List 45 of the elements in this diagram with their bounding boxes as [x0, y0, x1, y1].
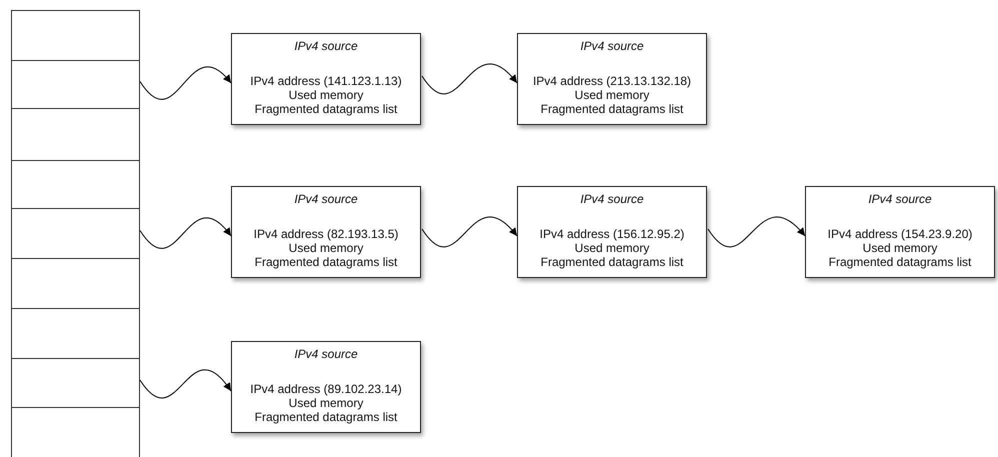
- field-text: IPv4 address (154.23.9.20): [828, 227, 972, 241]
- field-text: IPv4 address (141.123.1.13): [250, 74, 402, 88]
- record-box: [517, 186, 707, 278]
- record-heading: IPv4 source: [580, 192, 644, 206]
- arrow: [140, 218, 232, 249]
- field-text: Used memory: [288, 88, 364, 102]
- arrow: [708, 216, 806, 248]
- field-text: IPv4 address (213.13.132.18): [532, 74, 692, 88]
- field-text: Used memory: [288, 241, 364, 255]
- arrow: [422, 216, 518, 248]
- field-text: Fragmented datagrams list: [254, 102, 398, 116]
- field-text: Fragmented datagrams list: [540, 102, 684, 116]
- field-text: Fragmented datagrams list: [254, 255, 398, 269]
- record-heading: IPv4 source: [294, 39, 358, 53]
- field-text: Used memory: [862, 241, 938, 255]
- record-heading: IPv4 source: [580, 39, 644, 53]
- arrow: [422, 64, 518, 94]
- field-text: Used memory: [574, 88, 650, 102]
- field-text: IPv4 address (89.102.23.14): [250, 382, 402, 396]
- table-slot: [11, 10, 140, 61]
- table-slot: [11, 160, 140, 209]
- table-slot: [11, 407, 140, 457]
- table-slot: [11, 258, 140, 309]
- field-text: Fragmented datagrams list: [540, 255, 684, 269]
- record-box: [231, 186, 421, 278]
- field-text: IPv4 address (156.12.95.2): [540, 227, 684, 241]
- arrow: [140, 66, 232, 100]
- field-text: Fragmented datagrams list: [828, 255, 972, 269]
- table-slot: [11, 108, 140, 161]
- record-box: [231, 341, 421, 433]
- record-box: [231, 33, 421, 125]
- field-text: Used memory: [288, 396, 364, 410]
- arrow: [140, 369, 232, 398]
- record-heading: IPv4 source: [294, 347, 358, 361]
- table-slot: [11, 308, 140, 359]
- record-box: [805, 186, 995, 278]
- field-text: Used memory: [574, 241, 650, 255]
- field-text: Fragmented datagrams list: [254, 410, 398, 424]
- table-slot: [11, 208, 140, 259]
- record-heading: IPv4 source: [294, 192, 358, 206]
- record-heading: IPv4 source: [868, 192, 932, 206]
- table-slot: [11, 60, 140, 109]
- record-box: [517, 33, 707, 125]
- table-slot: [11, 358, 140, 408]
- field-text: IPv4 address (82.193.13.5): [254, 227, 398, 241]
